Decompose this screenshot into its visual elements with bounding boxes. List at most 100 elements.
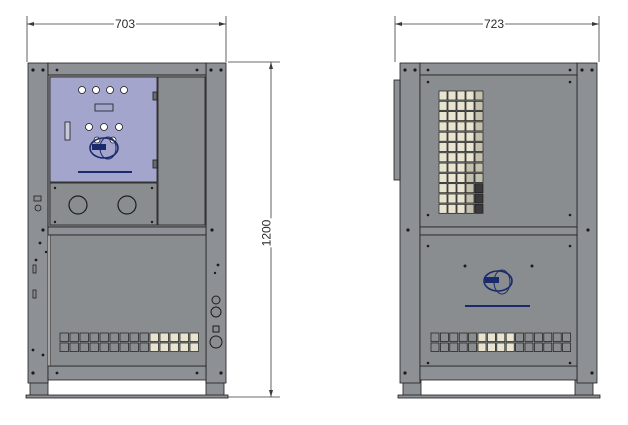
terminal-cell <box>552 342 562 352</box>
terminal-cell <box>474 152 484 163</box>
terminal-cell <box>465 152 475 163</box>
side-screws <box>403 68 594 375</box>
terminal-cell <box>438 162 448 173</box>
terminal-cell <box>438 173 448 183</box>
terminal-cell <box>447 131 457 142</box>
front-screws <box>31 68 223 375</box>
terminal-cell <box>474 121 484 132</box>
terminal-cell <box>474 100 484 111</box>
terminal-cell <box>456 173 466 183</box>
terminal-cell <box>456 203 466 214</box>
terminal-cell <box>474 131 484 142</box>
terminal-cell <box>477 332 487 342</box>
terminal-cell <box>447 121 457 132</box>
front-logo <box>78 136 132 173</box>
side-handle <box>393 79 401 181</box>
terminal-cell <box>456 152 466 163</box>
knob-strip <box>49 182 158 226</box>
terminal-cell <box>99 342 109 352</box>
cabinet-door <box>157 76 206 226</box>
terminal-cell <box>465 142 475 152</box>
terminal-cell <box>447 203 457 214</box>
terminal-cell <box>438 100 448 111</box>
left-post <box>399 62 421 384</box>
indicator-light <box>100 123 108 131</box>
terminal-cell <box>179 332 189 342</box>
terminal-cell <box>543 332 553 342</box>
rotary-knobs <box>68 195 137 215</box>
terminal-cell <box>159 342 169 352</box>
left-post <box>27 62 49 384</box>
terminal-cell <box>189 342 199 352</box>
top-rail <box>47 62 207 76</box>
terminal-cell <box>438 90 448 101</box>
terminal-cell <box>79 332 89 342</box>
terminal-cell <box>465 162 475 173</box>
terminal-cell <box>447 162 457 173</box>
terminal-cell <box>447 183 457 194</box>
door-hinge <box>152 159 158 169</box>
indicator-light <box>106 86 114 94</box>
terminal-cell <box>139 342 149 352</box>
height-label: 1200 <box>259 218 274 248</box>
bottom-base <box>25 394 229 399</box>
right-post-fittings <box>209 295 223 349</box>
terminal-cell <box>159 332 169 342</box>
dimension-arrows <box>27 22 599 397</box>
terminal-cell <box>468 342 477 352</box>
terminal-cell <box>534 342 543 352</box>
terminal-cell <box>79 342 89 352</box>
terminal-cell <box>524 332 534 342</box>
front-width-label: 703 <box>114 17 137 31</box>
terminal-cell <box>468 332 477 342</box>
terminal-cell <box>89 332 99 342</box>
right-post <box>205 62 227 384</box>
terminal-cell <box>474 111 484 121</box>
terminal-cell <box>456 121 466 132</box>
bottom-rail <box>47 365 207 381</box>
terminal-cell <box>534 332 543 342</box>
terminal-cell <box>99 332 109 342</box>
terminal-cell <box>474 173 484 183</box>
terminal-cell <box>474 183 484 194</box>
terminal-cell <box>440 342 449 352</box>
mid-rail <box>419 226 578 236</box>
terminal-cell <box>179 342 189 352</box>
side-width-label: 723 <box>483 17 506 31</box>
terminal-cell <box>562 342 571 352</box>
terminal-cell <box>69 342 79 352</box>
terminal-cell <box>456 100 466 111</box>
terminal-cell <box>69 332 79 342</box>
terminal-cell <box>438 111 448 121</box>
terminal-cell <box>456 193 466 204</box>
terminal-cell <box>139 332 149 342</box>
terminal-cell <box>440 332 449 342</box>
terminal-cell <box>505 332 515 342</box>
terminal-cell <box>109 342 119 352</box>
terminal-cell <box>430 332 440 342</box>
terminal-cell <box>438 131 448 142</box>
side-logo <box>465 269 530 307</box>
terminal-cell <box>149 332 159 342</box>
terminal-cell <box>438 152 448 163</box>
rotary-knob <box>68 195 88 215</box>
terminal-cell <box>465 193 475 204</box>
indicator-light <box>115 123 123 131</box>
terminal-cell <box>474 162 484 173</box>
terminal-cell <box>456 111 466 121</box>
terminal-cell <box>562 332 571 342</box>
terminal-cell <box>515 342 524 352</box>
indicator-light <box>78 86 86 94</box>
terminal-cell <box>447 142 457 152</box>
terminal-cell <box>119 342 129 352</box>
front-terminal-block <box>59 332 199 352</box>
terminal-cell <box>169 332 179 342</box>
terminal-cell <box>515 332 524 342</box>
terminal-cell <box>456 162 466 173</box>
terminal-cell <box>89 342 99 352</box>
terminal-cell <box>447 152 457 163</box>
terminal-cell <box>438 142 448 152</box>
indicator-light <box>120 86 128 94</box>
terminal-cell <box>465 203 475 214</box>
